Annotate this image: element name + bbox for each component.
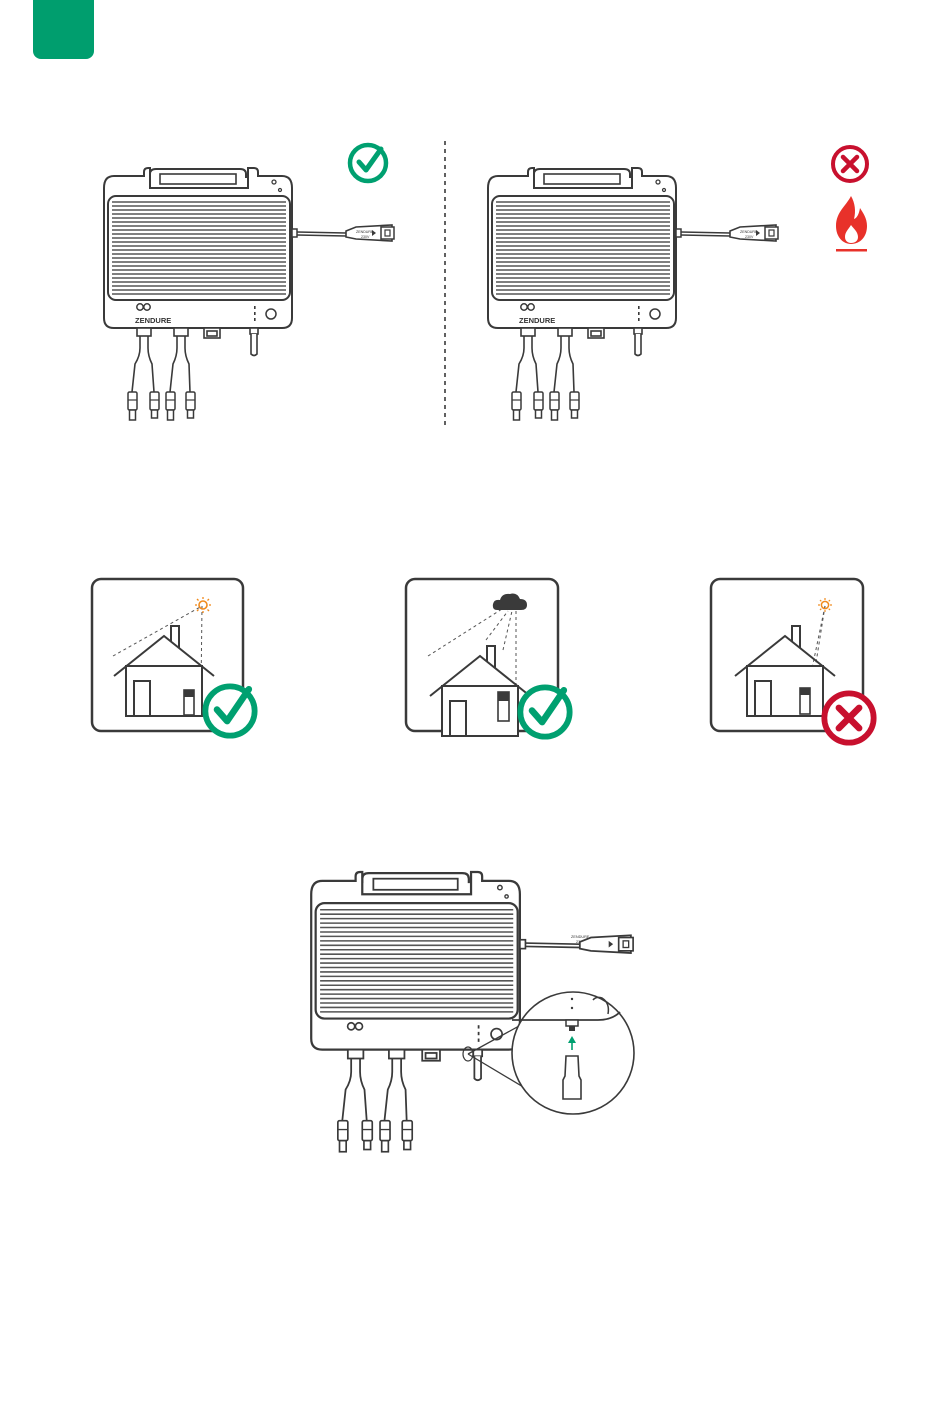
check-circle-icon (350, 145, 386, 181)
placement-card-direct-sun (92, 579, 255, 736)
plug-print: 230V (745, 235, 754, 239)
x-circle-icon (824, 693, 873, 742)
x-circle-icon (833, 147, 867, 181)
inverter-correct (104, 168, 394, 420)
fire-icon (836, 196, 867, 252)
check-circle-icon (205, 686, 254, 735)
device-brand-label: ZENDURE (135, 316, 171, 325)
inverter-incorrect (488, 168, 778, 420)
plug-print: ZENDURE (740, 230, 758, 234)
plug-print: 230V (361, 235, 370, 239)
device-brand-label: ZENDURE (519, 316, 555, 325)
check-circle-icon (520, 687, 569, 736)
plug-print: ZENDURE (356, 230, 374, 234)
placement-card-shaded (711, 579, 874, 743)
placement-card-cloudy (406, 579, 570, 737)
